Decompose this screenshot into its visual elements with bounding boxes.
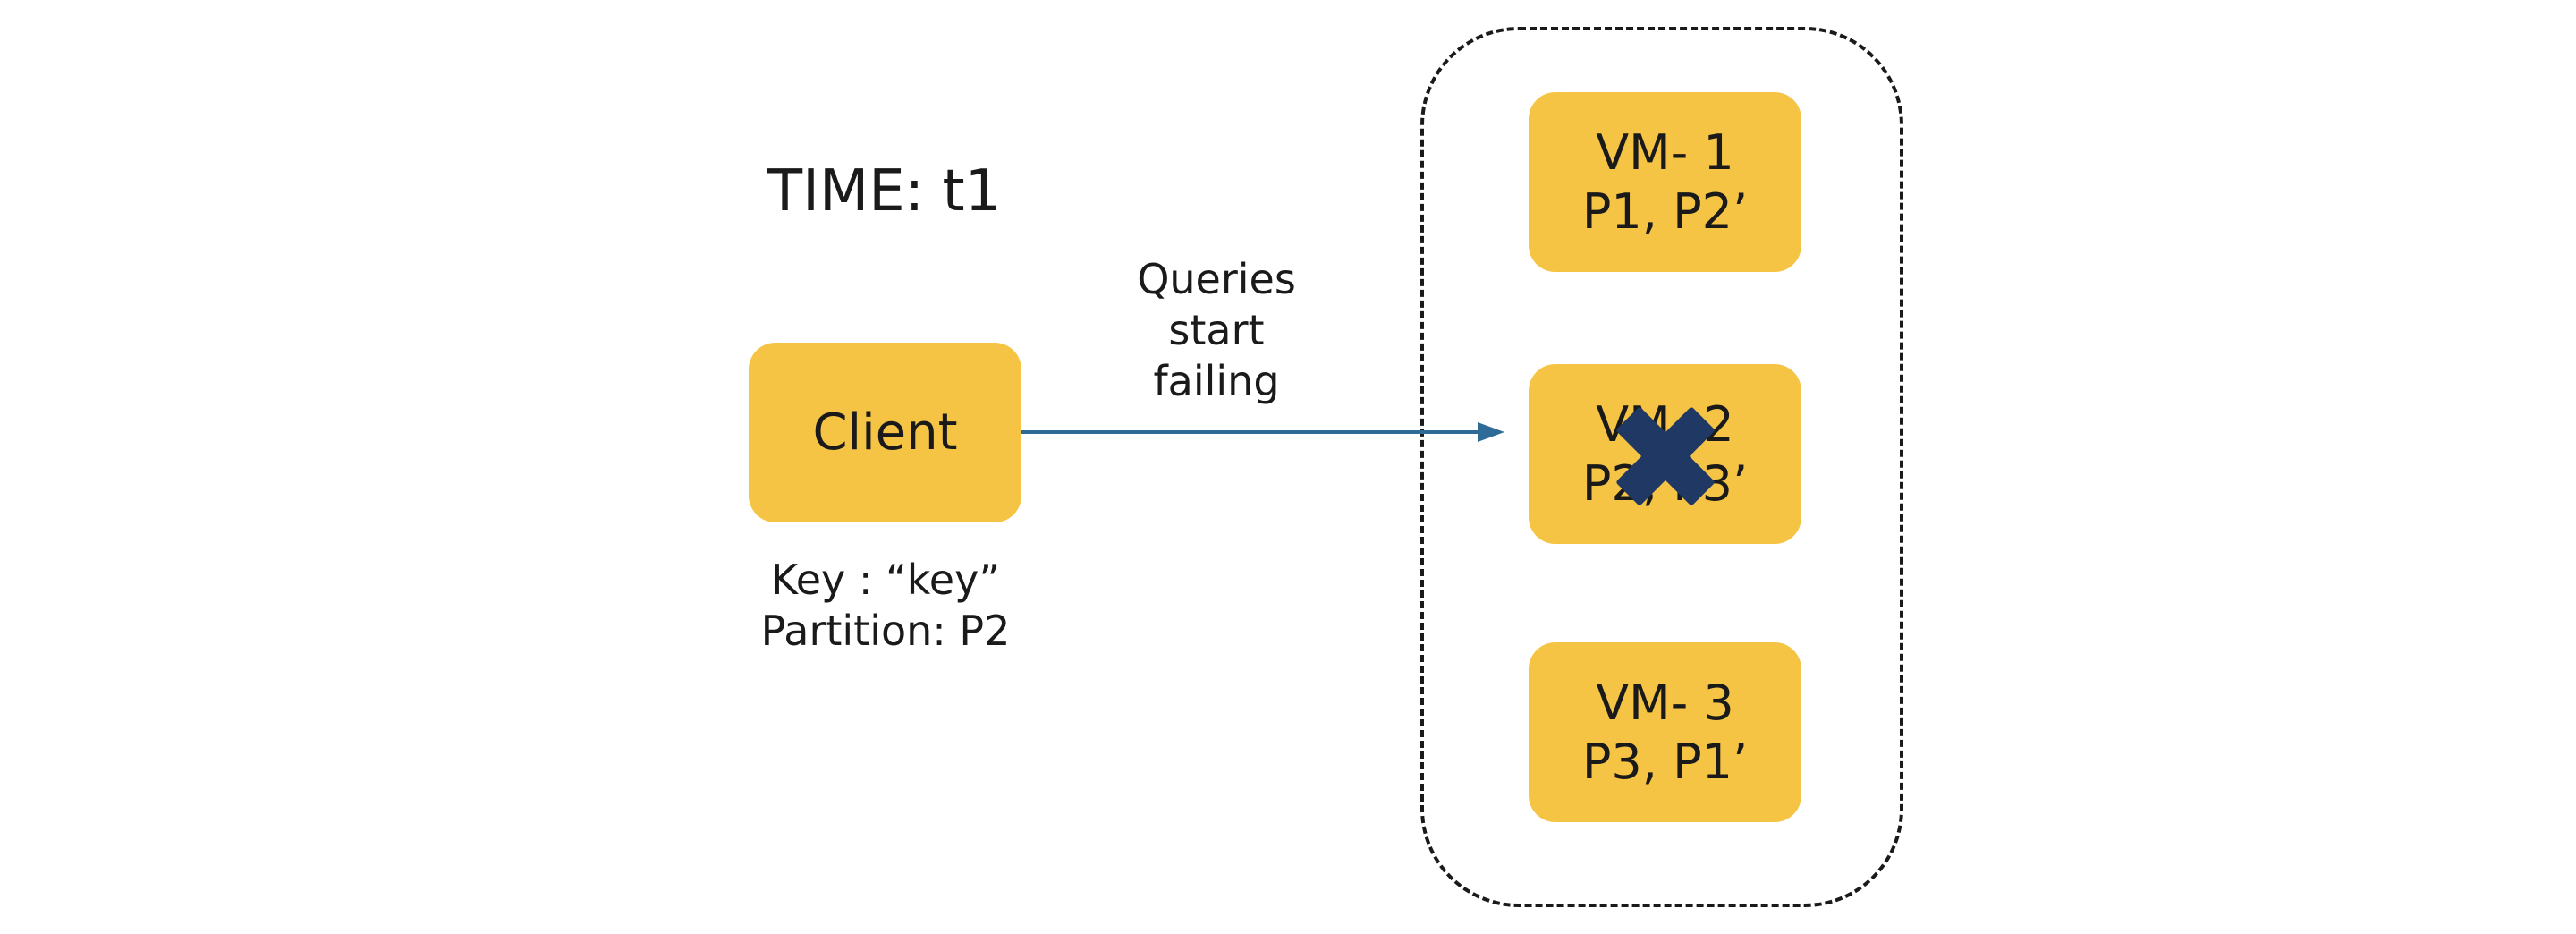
- arrow-label-line-1: Queries: [1137, 255, 1296, 303]
- vm-box-2: VM- 2 P2, P3’: [1529, 364, 1801, 544]
- vm-1-partitions: P1, P2’: [1581, 183, 1749, 240]
- arrow-label-line-2: start: [1168, 306, 1265, 354]
- query-arrow-head: [1478, 422, 1504, 442]
- vm-3-partitions: P3, P1’: [1581, 733, 1749, 790]
- query-arrow: [1021, 422, 1504, 442]
- vm-1-name: VM- 1: [1596, 123, 1734, 181]
- time-label: TIME: t1: [767, 158, 1002, 225]
- partition-line: Partition: P2: [760, 607, 1011, 655]
- vm-3-name: VM- 3: [1596, 674, 1734, 731]
- vm-box-3: VM- 3 P3, P1’: [1529, 642, 1801, 822]
- arrow-label-line-3: failing: [1153, 357, 1280, 405]
- vm-cluster-boundary: [1420, 27, 1903, 907]
- client-label: Client: [812, 403, 958, 462]
- arrow-label: Queries start failing: [1020, 254, 1413, 407]
- key-line: Key : “key”: [770, 556, 1001, 604]
- x-cross-icon: [1616, 407, 1715, 505]
- client-key-info: Key : “key” Partition: P2: [707, 555, 1064, 657]
- vm-box-1: VM- 1 P1, P2’: [1529, 92, 1801, 272]
- client-box: Client: [749, 343, 1021, 522]
